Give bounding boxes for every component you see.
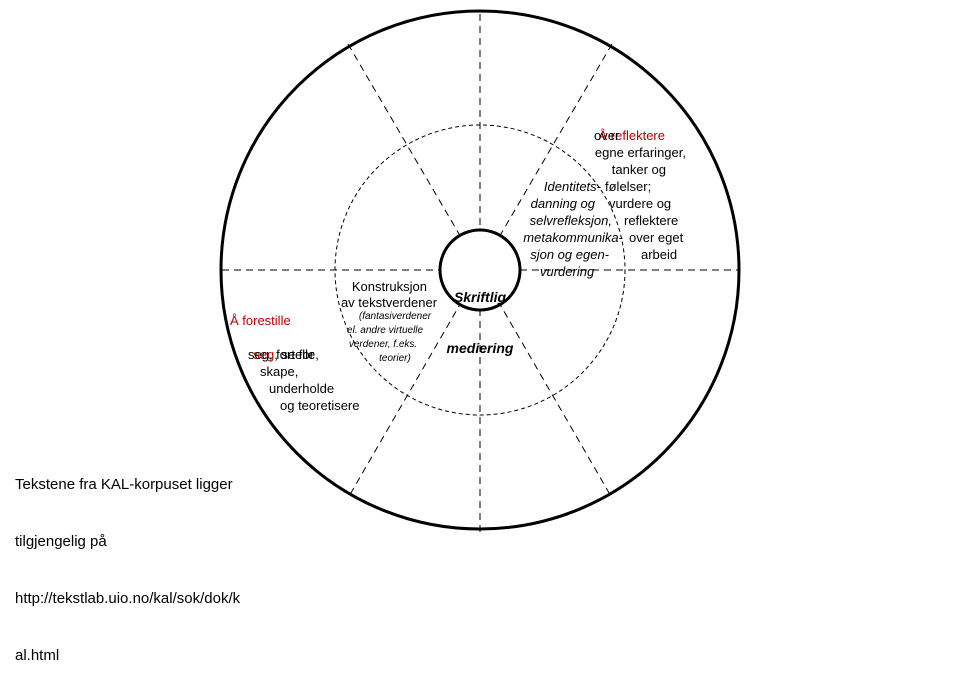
footnote: Tekstene fra KAL-korpuset ligger tilgjen… (15, 437, 240, 684)
divider-upper-left (347, 43, 463, 240)
reflect-line-1: over (594, 128, 620, 143)
footnote-line-2: tilgjengelig på (15, 533, 107, 550)
construction-line-1: Konstruksjon (351, 279, 427, 294)
reflect-title: Å reflektere (540, 110, 665, 144)
reflect-line-3: tanker og (611, 162, 666, 177)
reflect-line-7: over eget (629, 230, 684, 245)
construction-line-2: av tekstverdener (340, 295, 438, 310)
footnote-link-line-1[interactable]: http://tekstlab.uio.no/kal/sok/dok/k (15, 590, 241, 607)
imagine-seg: seg (253, 347, 275, 362)
imagine-line-3: seg, fortelle, (248, 347, 319, 362)
middle-ring (334, 124, 626, 416)
imagine-line-5: underholde (269, 381, 335, 396)
center-label: Skriftlig mediering (440, 255, 520, 374)
footnote-link-line-2[interactable]: al.html (15, 647, 60, 664)
reflect-line-5: vurdere og (609, 196, 672, 211)
construction-sub-4: teorier) (379, 353, 411, 364)
identity-line-6: vurdering (540, 264, 595, 279)
reflect-line-2: egne erfaringer, (594, 145, 686, 160)
divider-lower-left (347, 300, 463, 499)
imagine-line-2: seg, se for (246, 329, 314, 363)
reflect-line-6: reflektere (624, 213, 679, 228)
center-line-2: mediering (446, 340, 514, 356)
construction-sub-2: el. andre virtuelle (346, 325, 424, 336)
divider-lower-right (497, 300, 613, 499)
imagine-se-for: , se for (274, 347, 314, 362)
footnote-line-1: Tekstene fra KAL-korpuset ligger (15, 476, 233, 493)
center-line-1: Skriftlig (453, 289, 507, 305)
identity-line-2: danning og (530, 196, 595, 211)
construction-sub-1: (fantasiverdener (358, 311, 432, 322)
inner-circle (438, 228, 522, 312)
imagine-line-4: skape, (260, 364, 299, 379)
divider-upper-right (497, 43, 613, 240)
reflect-line-8: arbeid (641, 247, 678, 262)
reflect-title-text: Å reflektere (598, 128, 665, 143)
construction-sub-3: verdener, f.eks. (348, 339, 418, 350)
identity-line-3: selvrefleksjon, (529, 213, 612, 228)
reflect-line-4: følelser; (605, 179, 652, 194)
wheel-diagram (219, 9, 741, 532)
identity-line-5: sjon og egen- (530, 247, 609, 262)
imagine-line-1: Å forestille (230, 313, 291, 328)
outer-ring (219, 9, 741, 531)
identity-line-4: metakommunika- (523, 230, 623, 245)
imagine-line-6: og teoretisere (280, 398, 360, 413)
identity-line-1: Identitets- (543, 179, 601, 194)
